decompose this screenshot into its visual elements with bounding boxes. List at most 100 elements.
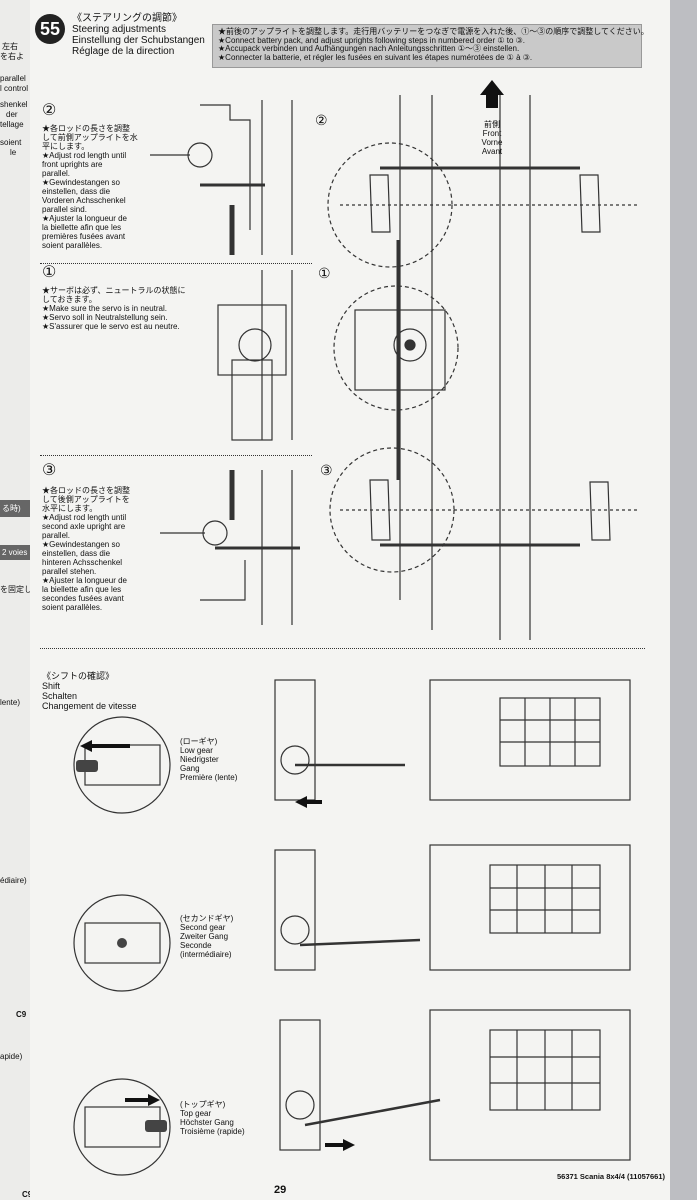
- instruction-line: ★サーボは必ず、ニュートラルの状態に: [42, 286, 186, 295]
- instruction-line: einstellen, dass die: [42, 549, 111, 558]
- shift-servo: [274, 849, 316, 971]
- right-arrow-icon: [325, 1139, 355, 1151]
- gear-de: Niedrigster: [180, 755, 219, 764]
- shift-detail-circle: [73, 716, 171, 814]
- diagram-label: ③: [320, 462, 333, 478]
- servo-body: [231, 359, 273, 441]
- instruction-line: ★各ロッドの長さを調整: [42, 124, 130, 133]
- shift-knob-top: [145, 1120, 167, 1132]
- detail-circle: [333, 285, 459, 411]
- gear-fr: (intermédiaire): [180, 950, 232, 959]
- warning-line: ★Connect battery pack, and adjust uprigh…: [218, 35, 526, 45]
- gearbox: [429, 1009, 631, 1161]
- shift-rod: [304, 1098, 441, 1127]
- instruction-line: ★Make sure the servo is in neutral.: [42, 304, 168, 313]
- upright: [369, 479, 391, 541]
- instruction-line: soient parallèles.: [42, 603, 103, 612]
- instruction-line: 平にします。: [42, 142, 90, 151]
- prev-fragment: parallel: [0, 74, 26, 83]
- upright: [369, 174, 391, 233]
- shift-servo: [274, 679, 316, 801]
- page-number: 29: [274, 1184, 287, 1196]
- prev-fragment: lente): [0, 698, 21, 707]
- diagram-label: ②: [315, 112, 328, 128]
- upright: [589, 481, 611, 541]
- gear-top-label: (トップギヤ) Top gear Höchster Gang Troisième…: [180, 1100, 245, 1136]
- instruction-line: して前側アップライトを水: [42, 133, 138, 142]
- servo-horn: [280, 745, 310, 775]
- prev-fragment: 2 voies: [0, 545, 32, 560]
- prev-fragment: soient: [0, 138, 22, 147]
- instruction-line: la biellette afin que les: [42, 585, 122, 594]
- shift-title-jp: 《シフトの確認》: [42, 671, 115, 681]
- gear-de: Zweiter Gang: [180, 932, 229, 941]
- prev-fragment: apide): [0, 1052, 23, 1061]
- instruction-line: parallel sind.: [42, 205, 87, 214]
- shift-knob-second: [117, 938, 127, 948]
- gear-fr: Première (lente): [180, 773, 238, 782]
- prev-fragment: る時): [0, 500, 32, 517]
- gearbox: [429, 844, 631, 971]
- prev-fragment: l control: [0, 84, 29, 93]
- instruction-line: 水平にします。: [42, 504, 98, 513]
- instruction-line: して後側アップライトを: [42, 495, 130, 504]
- product-code: 56371 Scania 8x4/4 (11057661): [556, 1172, 665, 1181]
- shift-rod: [299, 938, 421, 947]
- instruction-line: ★Adjust rod length until: [42, 513, 127, 522]
- warning-line: ★前後のアップライトを調整します。走行用バッテリーをつなぎで電源を入れた後、①〜…: [218, 27, 649, 36]
- servo-horn: [238, 328, 272, 362]
- detail-circle: [329, 447, 455, 573]
- instruction-line: premières fusées avant: [42, 232, 126, 241]
- servo-horn: [393, 328, 427, 362]
- instruction-line: ★Gewindestangen so: [42, 540, 120, 549]
- substep-2-text: ★各ロッドの長さを調整して前側アップライトを水平にします。★Adjust rod…: [42, 124, 192, 250]
- gear-de: Höchster Gang: [180, 1118, 234, 1127]
- instruction-line: ★Ajuster la longueur de: [42, 576, 127, 585]
- substep-3-text: ★各ロッドの長さを調整して後側アップライトを水平にします。★Adjust rod…: [42, 486, 192, 612]
- gear-de: Gang: [180, 764, 200, 773]
- instruction-line: ★Ajuster la longueur de: [42, 214, 127, 223]
- warning-line: ★Accupack verbinden und Aufhängungen nac…: [218, 44, 520, 53]
- servo-horn: [280, 915, 310, 945]
- shift-title-de: Schalten: [42, 691, 78, 701]
- manual-page: [30, 0, 670, 1200]
- front-label: 前側 Front Vorne Avant: [470, 80, 514, 156]
- gear-jp: (ローギヤ): [180, 737, 218, 746]
- warning-line: ★Connecter la batterie, et régler les fu…: [218, 52, 533, 62]
- instruction-line: ★各ロッドの長さを調整: [42, 486, 130, 495]
- substep-number: ③: [42, 462, 57, 479]
- section-divider: [40, 263, 312, 264]
- title-en: Steering adjustments: [72, 24, 166, 35]
- gear-jp: (セカンドギヤ): [180, 914, 234, 923]
- prev-fragment: shenkel: [0, 100, 28, 109]
- instruction-line: parallel.: [42, 169, 71, 178]
- prev-fragment: を右よ: [0, 52, 24, 61]
- detail-part: [202, 520, 228, 546]
- upright: [579, 174, 601, 233]
- step-number: 55: [35, 14, 65, 44]
- front-de: Vorne: [481, 138, 503, 147]
- gear-en: Low gear: [180, 746, 213, 755]
- prev-fragment: C9: [22, 1190, 33, 1199]
- instruction-line: ★Adjust rod length until: [42, 151, 127, 160]
- servo-horn: [285, 1090, 315, 1120]
- instruction-line: ★Gewindestangen so: [42, 178, 120, 187]
- prev-fragment: を固定し: [0, 585, 32, 594]
- title-fr: Réglage de la direction: [72, 46, 175, 57]
- shift-servo: [279, 1019, 321, 1151]
- gear-second-label: (セカンドギヤ) Second gear Zweiter Gang Second…: [180, 914, 233, 959]
- detail-part: [200, 560, 246, 601]
- instruction-line: しておきます。: [42, 295, 97, 304]
- shift-title: 《シフトの確認》 Shift Schalten Changement de vi…: [42, 671, 137, 711]
- gear-fr: Troisième (rapide): [180, 1127, 245, 1136]
- left-arrow-icon: [80, 740, 130, 752]
- gear-jp: (トップギヤ): [180, 1100, 226, 1109]
- shift-title-fr: Changement de vitesse: [42, 701, 137, 711]
- substep-number: ②: [42, 102, 57, 119]
- gear-fr: Seconde: [180, 941, 212, 950]
- instruction-line: einstellen, dass die: [42, 187, 111, 196]
- prev-fragment: le: [10, 148, 17, 157]
- servo-mount: [354, 309, 446, 391]
- shift-detail-circle: [73, 894, 171, 992]
